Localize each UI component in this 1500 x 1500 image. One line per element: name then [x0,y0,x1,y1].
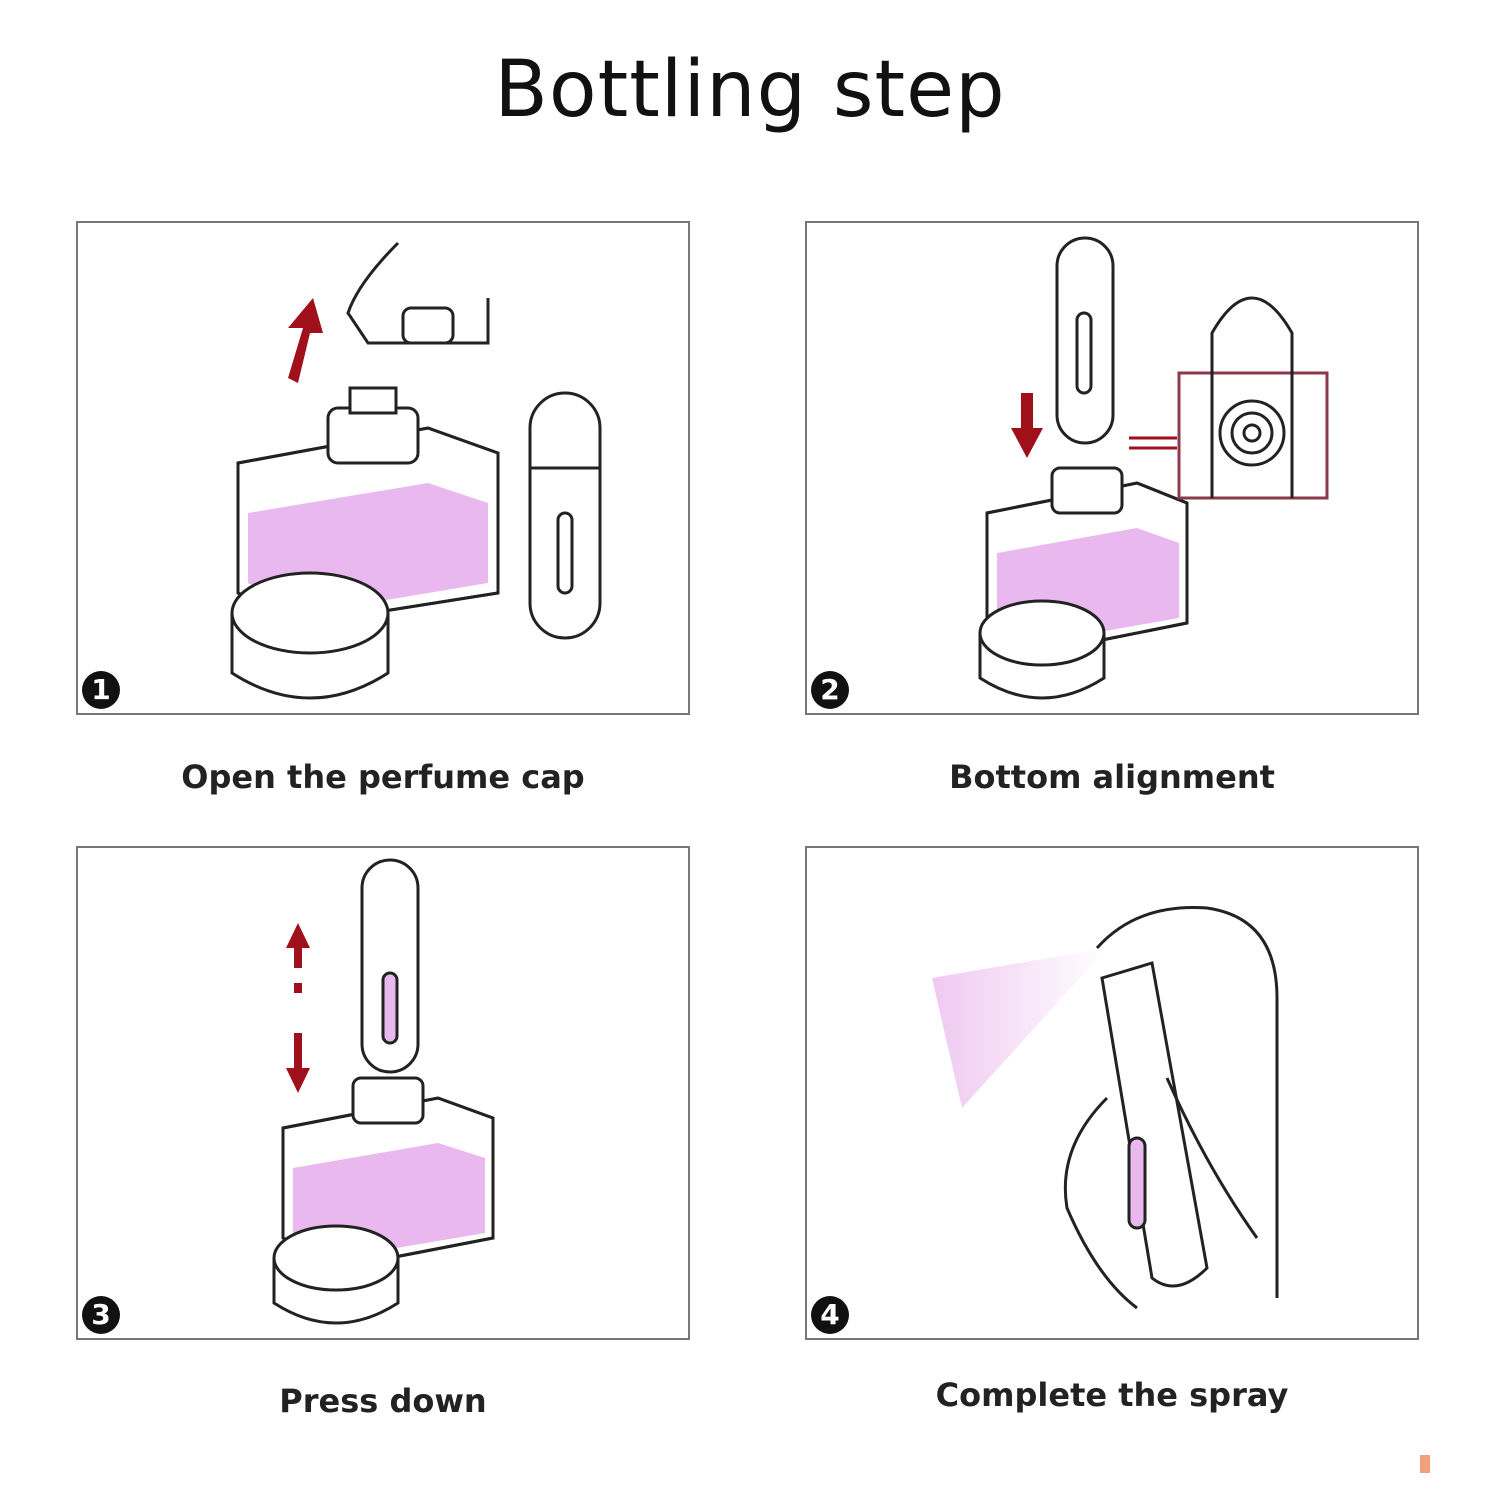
watermark-logo [1408,1455,1444,1485]
step-4-panel: 4 [805,846,1419,1340]
step-number-badge: 2 [811,671,849,709]
spray-illustration [932,906,1279,1310]
open-cap-illustration [230,241,602,700]
step-2-caption: Bottom alignment [949,758,1275,796]
step-number-badge: 1 [82,671,120,709]
step-3-panel: 3 [76,846,690,1340]
step-1-caption: Open the perfume cap [181,758,585,796]
step-1-panel: 1 [76,221,690,715]
bottom-alignment-illustration [978,236,1329,700]
step-2-panel: 2 [805,221,1419,715]
step-number-badge: 4 [811,1296,849,1334]
step-number-badge: 3 [82,1296,120,1334]
press-down-illustration [272,858,495,1325]
step-4-caption: Complete the spray [935,1376,1289,1414]
page-title: Bottling step [494,45,1006,135]
step-3-caption: Press down [279,1382,487,1420]
